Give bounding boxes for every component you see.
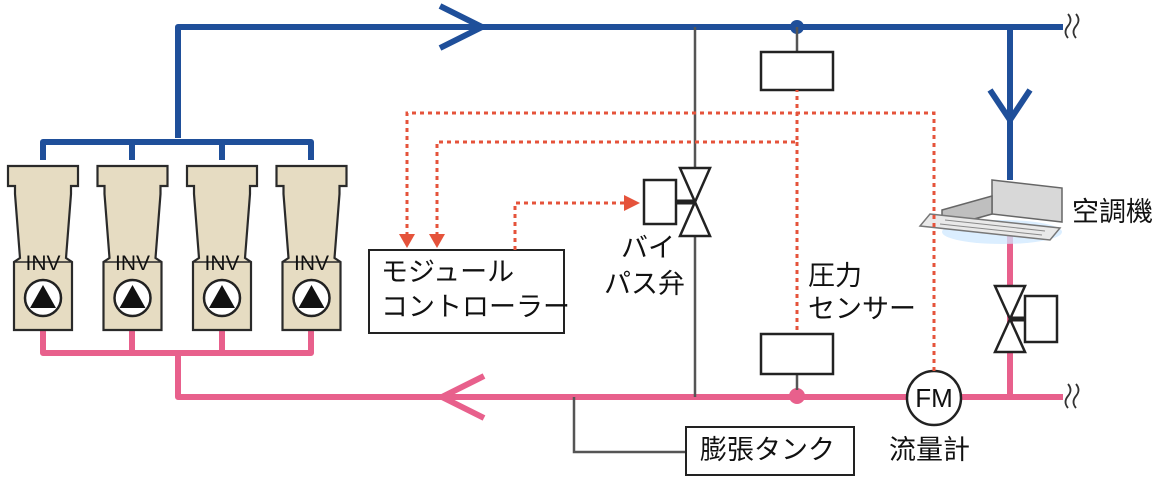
ac-valve (993, 284, 1059, 354)
chiller-inv-label: INV (114, 252, 150, 275)
chiller-inv-label: INV (293, 252, 329, 275)
signal-lines (405, 90, 936, 371)
pressure-sensor-label-line1: 圧力 (808, 261, 862, 292)
chiller-unit (6, 164, 80, 332)
chiller-unit (96, 164, 169, 332)
pipe-break-icon (1064, 13, 1080, 39)
chiller-unit (185, 164, 259, 332)
two-way-valve-icon (678, 166, 712, 238)
air-conditioner-label: 空調機 (1072, 197, 1153, 228)
pressure-sensor-supply (759, 50, 835, 92)
module-controller-label-line1: モジュール (381, 257, 515, 288)
supply-flow-arrow (438, 3, 489, 51)
two-way-valve-icon (993, 284, 1027, 354)
return-flow-arrow (435, 373, 486, 421)
chiller-inv-label: INV (25, 252, 61, 275)
chiller-body (6, 164, 80, 332)
chiller-body (275, 164, 348, 332)
pump-triangle (298, 285, 325, 308)
supply-line (40, 24, 1063, 180)
flow-meter-label: 流量計 (889, 435, 970, 466)
expansion-tank-box (685, 426, 855, 476)
valve-actuator (642, 178, 678, 226)
bypass-valve (642, 166, 712, 238)
pressure-sensor-return (759, 332, 835, 376)
pipe-break-icon (1064, 383, 1080, 409)
chiller-body (185, 164, 259, 332)
ac-flow-arrow (987, 88, 1033, 126)
return-junction (789, 388, 805, 404)
chiller-units (6, 164, 348, 332)
module-controller-box (368, 249, 565, 334)
pump-triangle (30, 285, 56, 308)
chiller-body (96, 164, 169, 332)
chiller-inv-label: INV (204, 252, 240, 275)
expansion-tank-label: 膨張タンク (700, 435, 835, 466)
cassette-ac-icon (918, 179, 1063, 244)
pressure-sensor-label-line2: センサー (808, 294, 916, 325)
valve-actuator (1023, 294, 1059, 344)
bypass-valve-label-line1: バイ (621, 233, 675, 264)
chiller-unit (275, 164, 348, 332)
pump-triangle (209, 285, 235, 308)
module-controller-label-line2: コントローラー (381, 292, 570, 323)
pump-triangle (119, 285, 146, 308)
signal-arrowheads (399, 195, 640, 248)
flow-meter-symbol: FM (915, 383, 953, 413)
expansion-tank-pipe (572, 397, 686, 454)
bypass-valve-label-line2: パス弁 (604, 269, 685, 300)
